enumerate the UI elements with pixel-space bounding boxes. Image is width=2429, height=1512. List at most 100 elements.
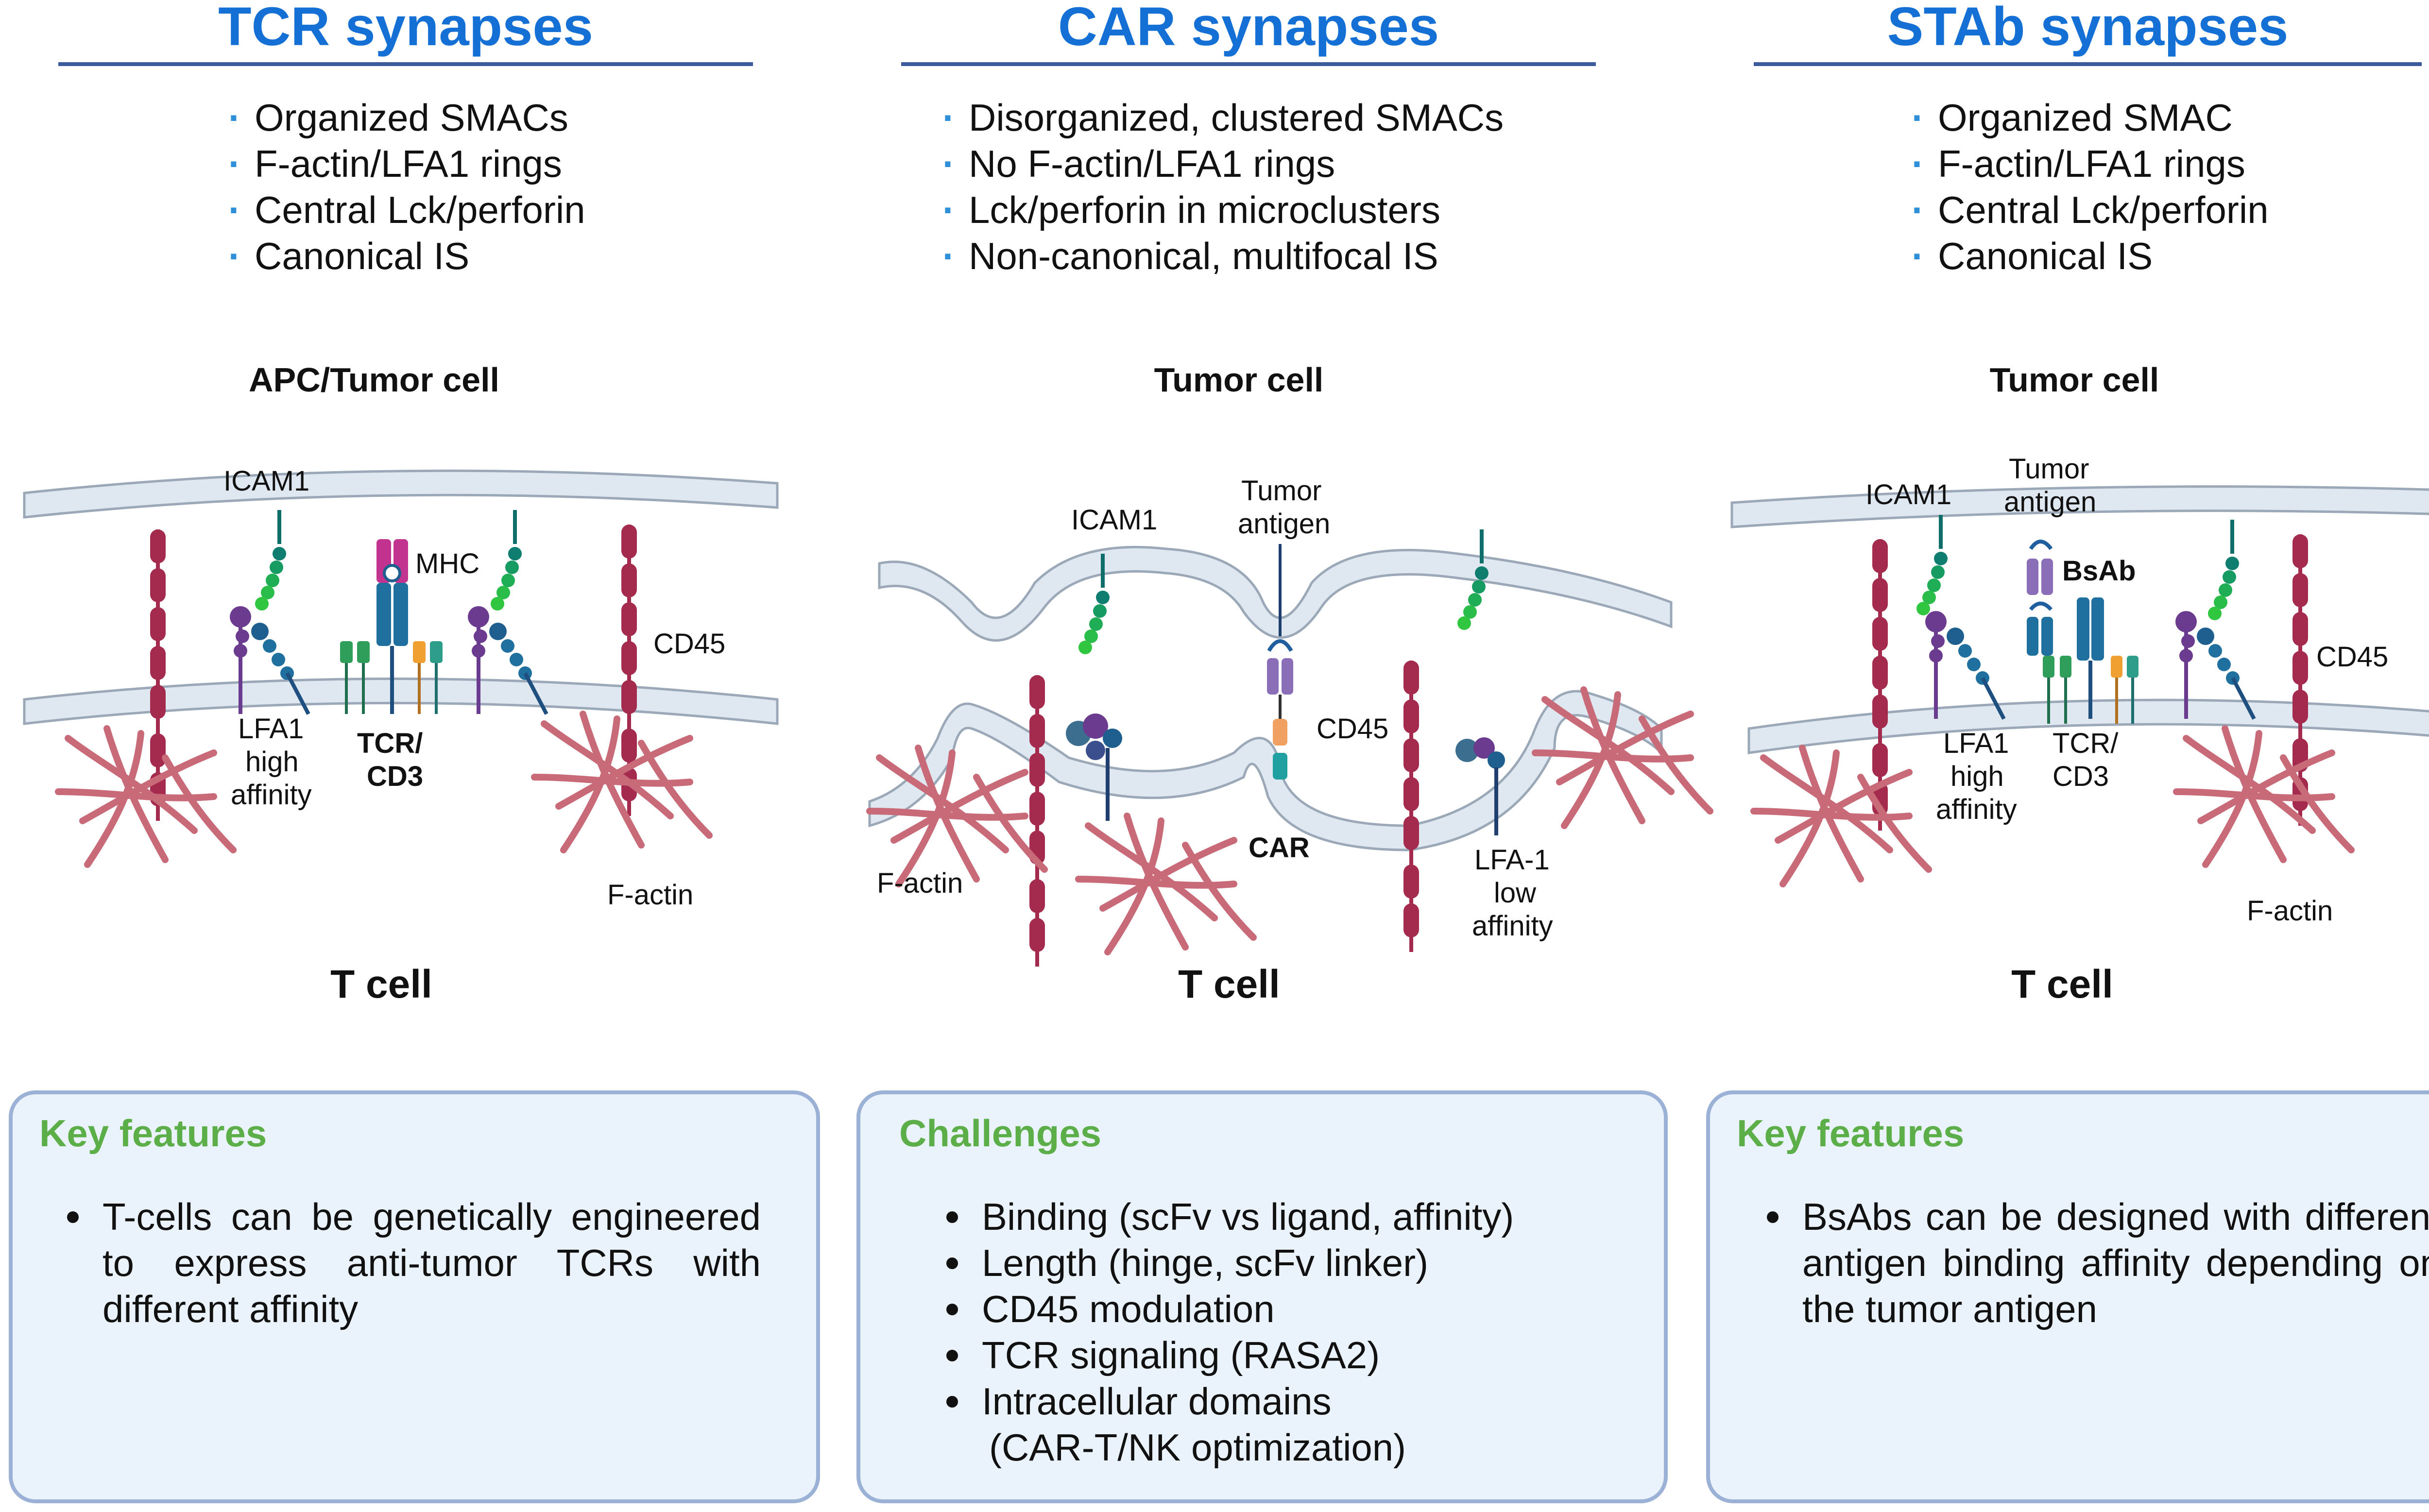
f-actin-filament: [1754, 748, 1929, 884]
panel-title-stab: STAb synapses: [1887, 0, 2289, 57]
tumor-antigen-label: Tumor: [1241, 475, 1321, 507]
f-actin-label: F-actin: [2247, 895, 2333, 927]
car-label: CAR: [1249, 832, 1310, 864]
cd45-receptor: [621, 525, 637, 816]
summary-item: Central Lck/perforin: [1912, 187, 2269, 233]
cd45-label: CD45: [2316, 641, 2388, 673]
lfa1-molecule: [230, 606, 308, 714]
lfa1-label: LFA1: [238, 713, 304, 745]
f-actin-filament: [534, 714, 709, 850]
list-item: Binding (scFv vs ligand, affinity): [931, 1194, 1659, 1240]
challenges-box-car: Challenges Binding (scFv vs ligand, affi…: [856, 1090, 1668, 1503]
lfa1-label: LFA-1: [1474, 844, 1550, 876]
panel-title-tcr: TCR synapses: [218, 0, 593, 57]
summary-list-car: Disorganized, clustered SMACs No F-actin…: [942, 95, 1504, 279]
panel-title-car: CAR synapses: [1058, 0, 1439, 57]
icam1-label: ICAM1: [223, 465, 309, 497]
icam1-molecule: [2208, 520, 2239, 620]
icam1-molecule: [1916, 515, 1948, 615]
cd45-receptor: [150, 529, 166, 821]
f-actin-filament: [2176, 729, 2351, 865]
list-item-continuation: (CAR-T/NK optimization): [989, 1426, 1406, 1469]
list-item: BsAbs can be designed with different ant…: [1751, 1194, 2429, 1332]
cd45-receptor: [1872, 539, 1888, 831]
tcr-label: CD3: [2053, 761, 2109, 792]
mhc-complex: [376, 539, 408, 714]
cd45-receptor: [1403, 661, 1419, 952]
car-receptor: [1267, 544, 1293, 780]
lfa1-label: affinity: [1936, 794, 2017, 825]
cell-label-t-cell: T cell: [330, 962, 432, 1006]
cd3-subunits: [2043, 656, 2138, 724]
f-actin-label: F-actin: [607, 879, 693, 911]
box-list: T-cells can be genetically engineered to…: [51, 1194, 761, 1332]
lfa1-molecule: [1925, 611, 2004, 719]
box-list: BsAbs can be designed with different ant…: [1751, 1194, 2429, 1332]
key-features-box-tcr: Key features T-cells can be genetically …: [9, 1090, 820, 1503]
f-actin-filament: [1078, 816, 1253, 952]
summary-item: Lck/perforin in microclusters: [942, 187, 1504, 233]
tcr-label: TCR/: [2053, 728, 2119, 759]
lfa1-label: high: [1950, 761, 2004, 792]
cell-label-t-cell: T cell: [1178, 962, 1280, 1006]
cell-label-tumor: Tumor cell: [1154, 361, 1324, 399]
cd45-label: CD45: [1317, 713, 1388, 745]
list-item: T-cells can be genetically engineered to…: [51, 1194, 761, 1332]
lfa1-molecule: [2175, 611, 2254, 719]
bsab-complex: [2027, 540, 2104, 719]
lfa1-label: LFA1: [1943, 728, 2009, 759]
summary-item: Organized SMAC: [1912, 95, 2269, 141]
mhc-label: MHC: [415, 548, 479, 579]
lfa1-label: high: [245, 746, 299, 778]
tumor-antigen-label: antigen: [2004, 486, 2096, 518]
list-item: TCR signaling (RASA2): [931, 1332, 1659, 1378]
tumor-antigen-label: Tumor: [2009, 453, 2089, 485]
summary-item: Non-canonical, multifocal IS: [942, 233, 1504, 279]
title-rule-stab: [1754, 62, 2422, 66]
cd45-receptor: [2292, 534, 2308, 826]
f-actin-label: F-actin: [877, 867, 963, 899]
title-rule-car: [901, 62, 1596, 66]
summary-item: Central Lck/perforin: [228, 187, 585, 233]
summary-item: Disorganized, clustered SMACs: [942, 95, 1504, 141]
summary-list-tcr: Organized SMACs F-actin/LFA1 rings Centr…: [228, 95, 585, 279]
summary-item: Canonical IS: [228, 233, 585, 279]
f-actin-filament: [58, 729, 233, 865]
summary-list-stab: Organized SMAC F-actin/LFA1 rings Centra…: [1912, 95, 2269, 279]
tumor-antigen-label: antigen: [1238, 508, 1330, 540]
icam1-molecule: [255, 510, 286, 611]
box-title: Key features: [1737, 1112, 1965, 1155]
cd45-receptor: [1029, 675, 1045, 967]
list-item: CD45 modulation: [931, 1286, 1659, 1332]
lfa1-label: low: [1494, 877, 1537, 909]
list-item: Intracellular domains: [931, 1378, 1659, 1425]
f-actin-filament: [1535, 690, 1710, 826]
icam1-label: ICAM1: [1071, 504, 1157, 536]
title-rule-tcr: [58, 62, 753, 66]
summary-item: Canonical IS: [1912, 233, 2269, 279]
cell-label-t-cell: T cell: [2011, 962, 2113, 1006]
icam1-molecule: [491, 510, 522, 611]
summary-item: F-actin/LFA1 rings: [1912, 141, 2269, 187]
lfa1-label: affinity: [1472, 910, 1553, 942]
cd3-subunits: [340, 641, 443, 714]
bsab-label: BsAb: [2062, 555, 2136, 587]
cell-label-apc-tumor: APC/Tumor cell: [248, 361, 499, 399]
lfa1-molecule: [468, 606, 547, 714]
cd45-label: CD45: [653, 628, 725, 660]
key-features-box-stab: Key features BsAbs can be designed with …: [1706, 1090, 2429, 1503]
box-title: Challenges: [899, 1112, 1102, 1155]
icam1-label: ICAM1: [1865, 479, 1951, 510]
cell-label-tumor: Tumor cell: [1989, 361, 2159, 399]
summary-item: No F-actin/LFA1 rings: [942, 141, 1504, 187]
icam1-molecule: [1078, 554, 1110, 654]
summary-item: F-actin/LFA1 rings: [228, 141, 585, 187]
tcr-label: TCR/: [357, 728, 423, 759]
summary-item: Organized SMACs: [228, 95, 585, 141]
list-item: Length (hinge, scFv linker): [931, 1240, 1659, 1286]
tcr-label: CD3: [367, 761, 423, 792]
lfa1-molecule: [1066, 714, 1505, 835]
lfa1-label: affinity: [231, 779, 312, 811]
icam1-molecule: [1457, 529, 1488, 630]
f-actin-filament: [870, 748, 1044, 884]
